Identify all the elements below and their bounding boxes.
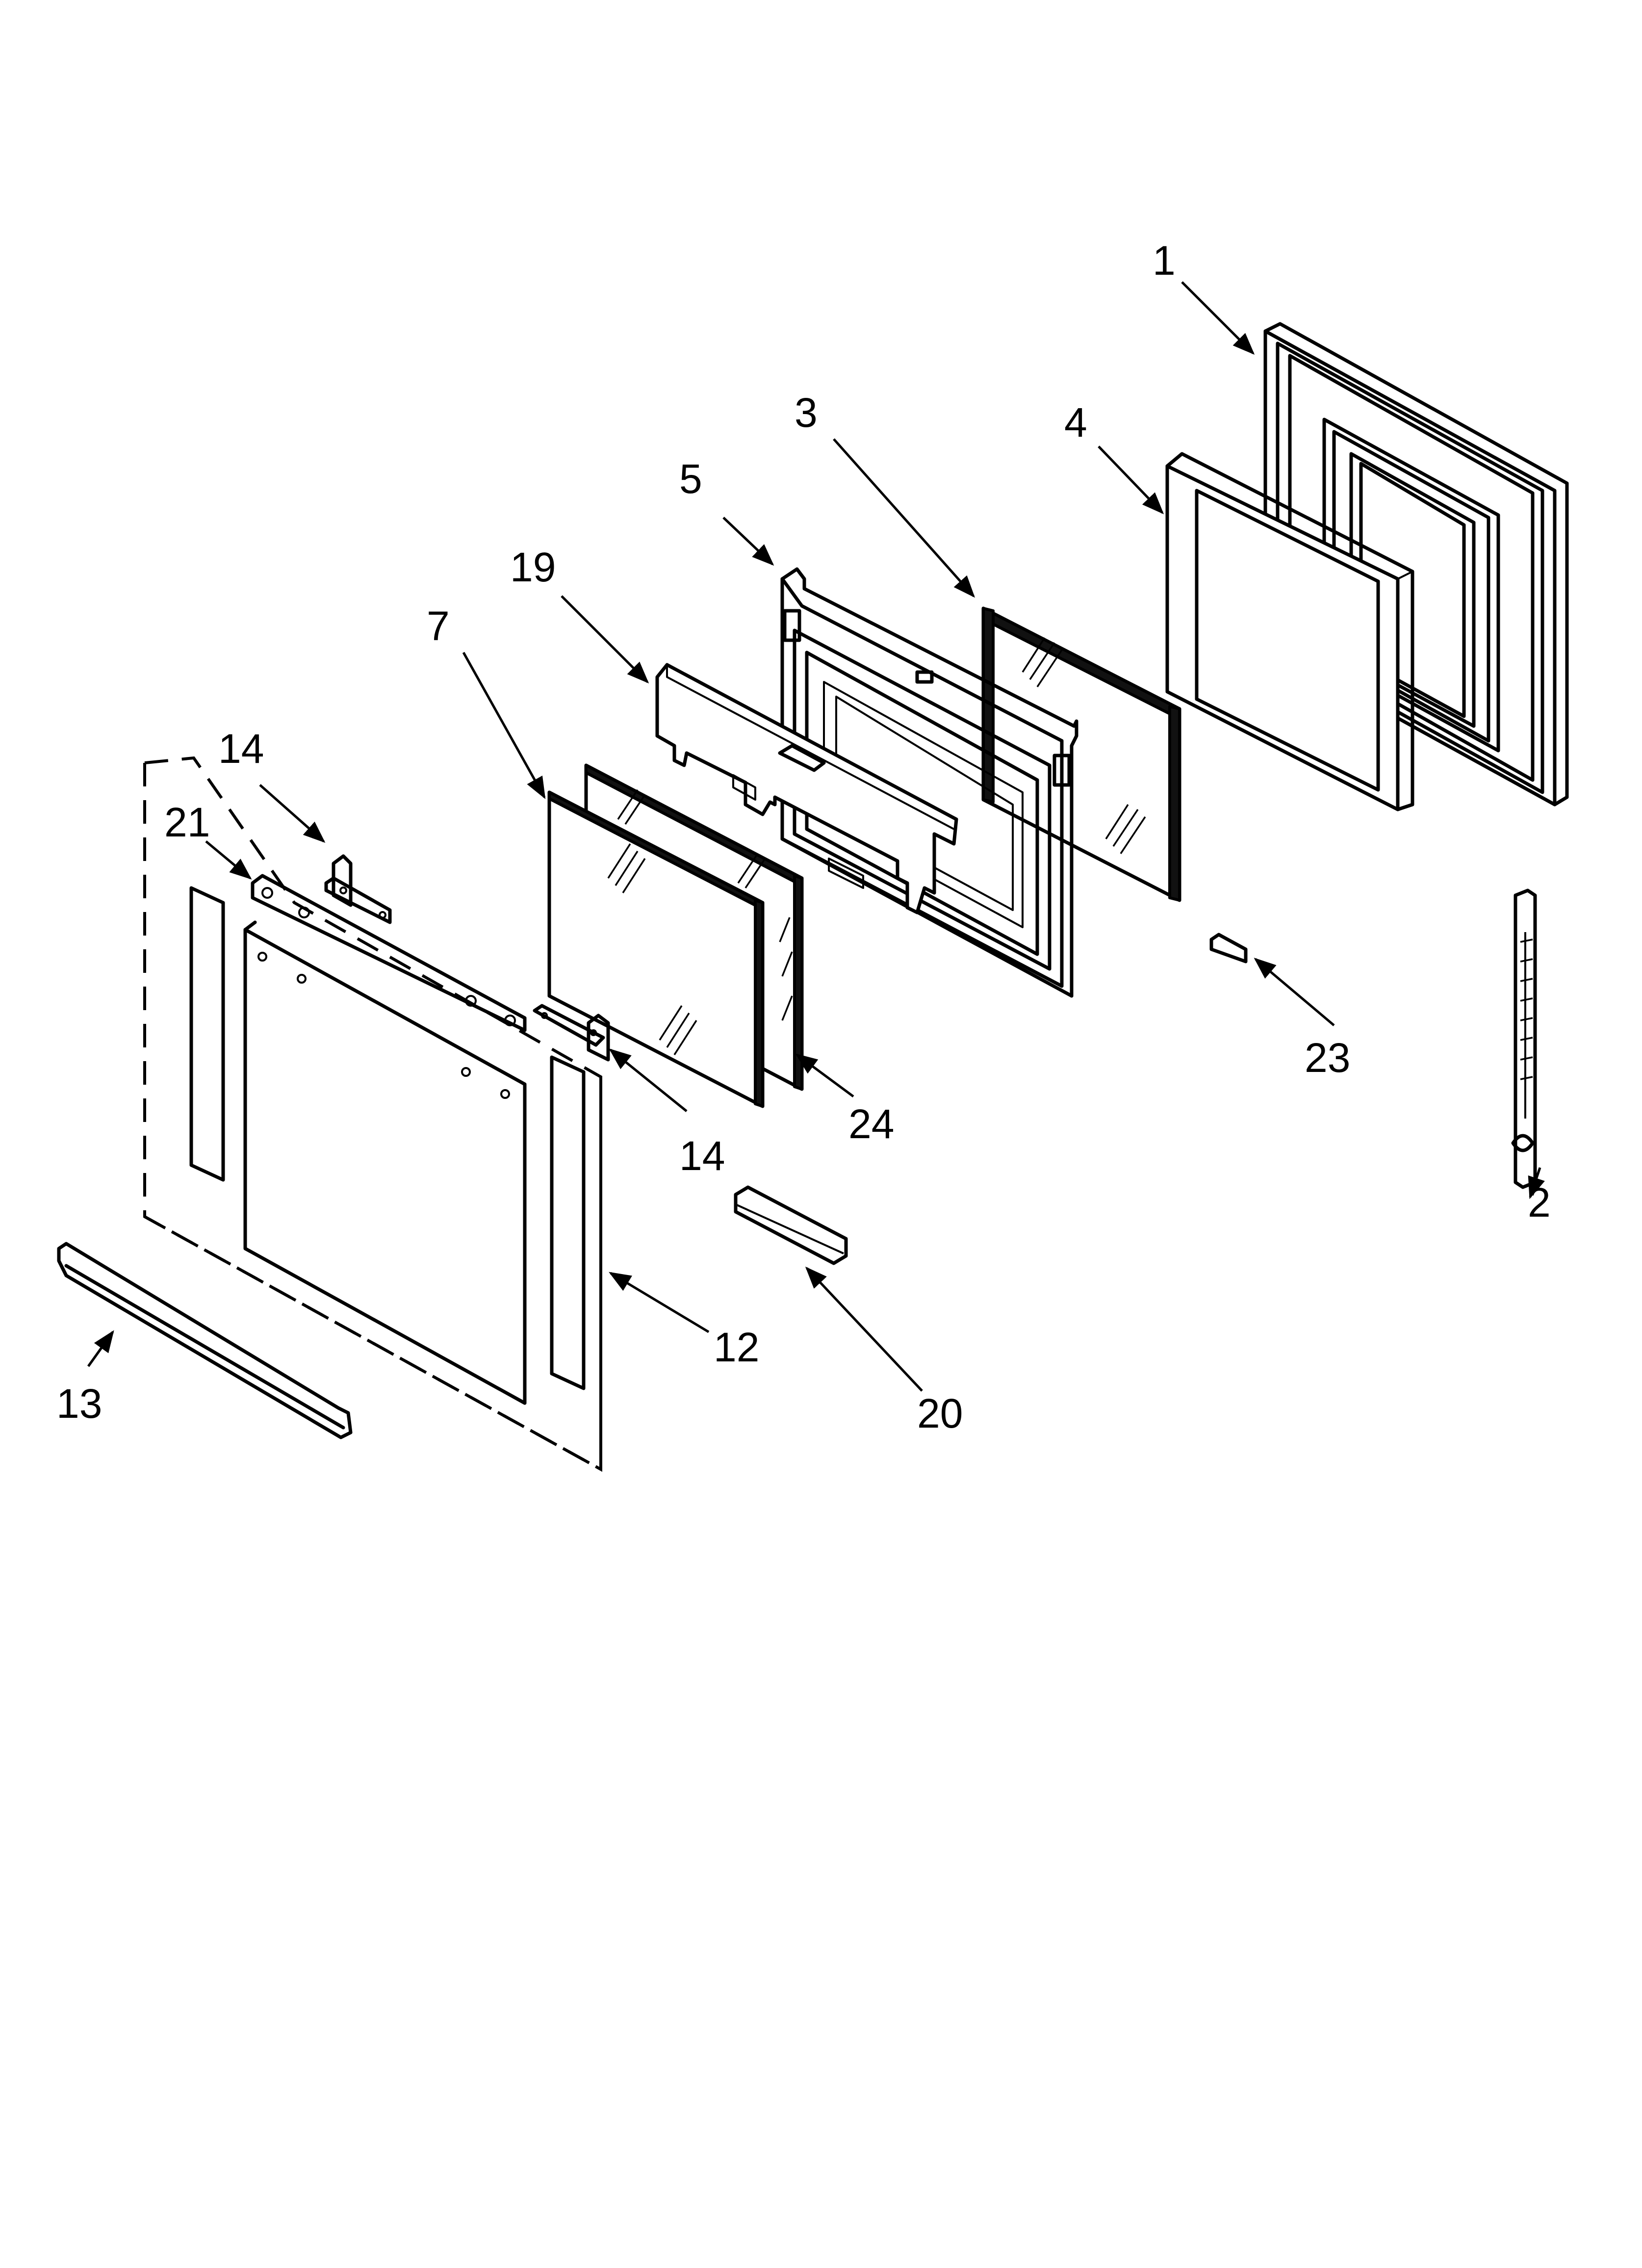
- part-2-hinge: [1511, 888, 1537, 1189]
- callout-5: 5: [679, 456, 702, 502]
- callout-19: 19: [510, 544, 556, 590]
- part-12-outer-glass: [243, 920, 527, 1405]
- part-4-door-frame: [1165, 452, 1414, 811]
- callout-labels: 1 4 3 5 19 7 14 21 14 24 23 2 12 20 13: [56, 237, 1551, 1436]
- callout-3: 3: [795, 390, 818, 436]
- part-1-outer-door-panel: [1263, 322, 1569, 807]
- callout-14-lower: 14: [679, 1133, 725, 1179]
- part-13-handle: [57, 1242, 353, 1439]
- part-21-trim-strip: [251, 874, 527, 1032]
- leader-lines: [87, 281, 1545, 1392]
- callout-20: 20: [917, 1390, 963, 1436]
- part-12-outer-door-assembly: [143, 756, 602, 1472]
- callout-13: 13: [56, 1381, 102, 1427]
- part-12-left-strip: [189, 886, 225, 1182]
- part-14-lower-bracket: [533, 1004, 610, 1062]
- callout-7: 7: [427, 603, 450, 649]
- callout-24: 24: [848, 1101, 894, 1147]
- callout-14-upper: 14: [218, 726, 264, 772]
- part-3-inner-glass: [981, 606, 1181, 902]
- callout-2: 2: [1528, 1179, 1551, 1225]
- callout-4: 4: [1064, 399, 1087, 445]
- part-19-shield: [655, 663, 958, 914]
- part-7-glass-pane: [547, 790, 765, 1108]
- callout-23: 23: [1305, 1035, 1350, 1081]
- callout-1: 1: [1153, 237, 1176, 284]
- callout-21: 21: [164, 799, 210, 845]
- callout-12: 12: [714, 1324, 759, 1370]
- part-12-right-strip: [550, 1055, 586, 1390]
- part-23-clip: [1209, 933, 1248, 964]
- part-20-strip: [734, 1185, 848, 1265]
- part-14-upper-bracket: [324, 854, 392, 924]
